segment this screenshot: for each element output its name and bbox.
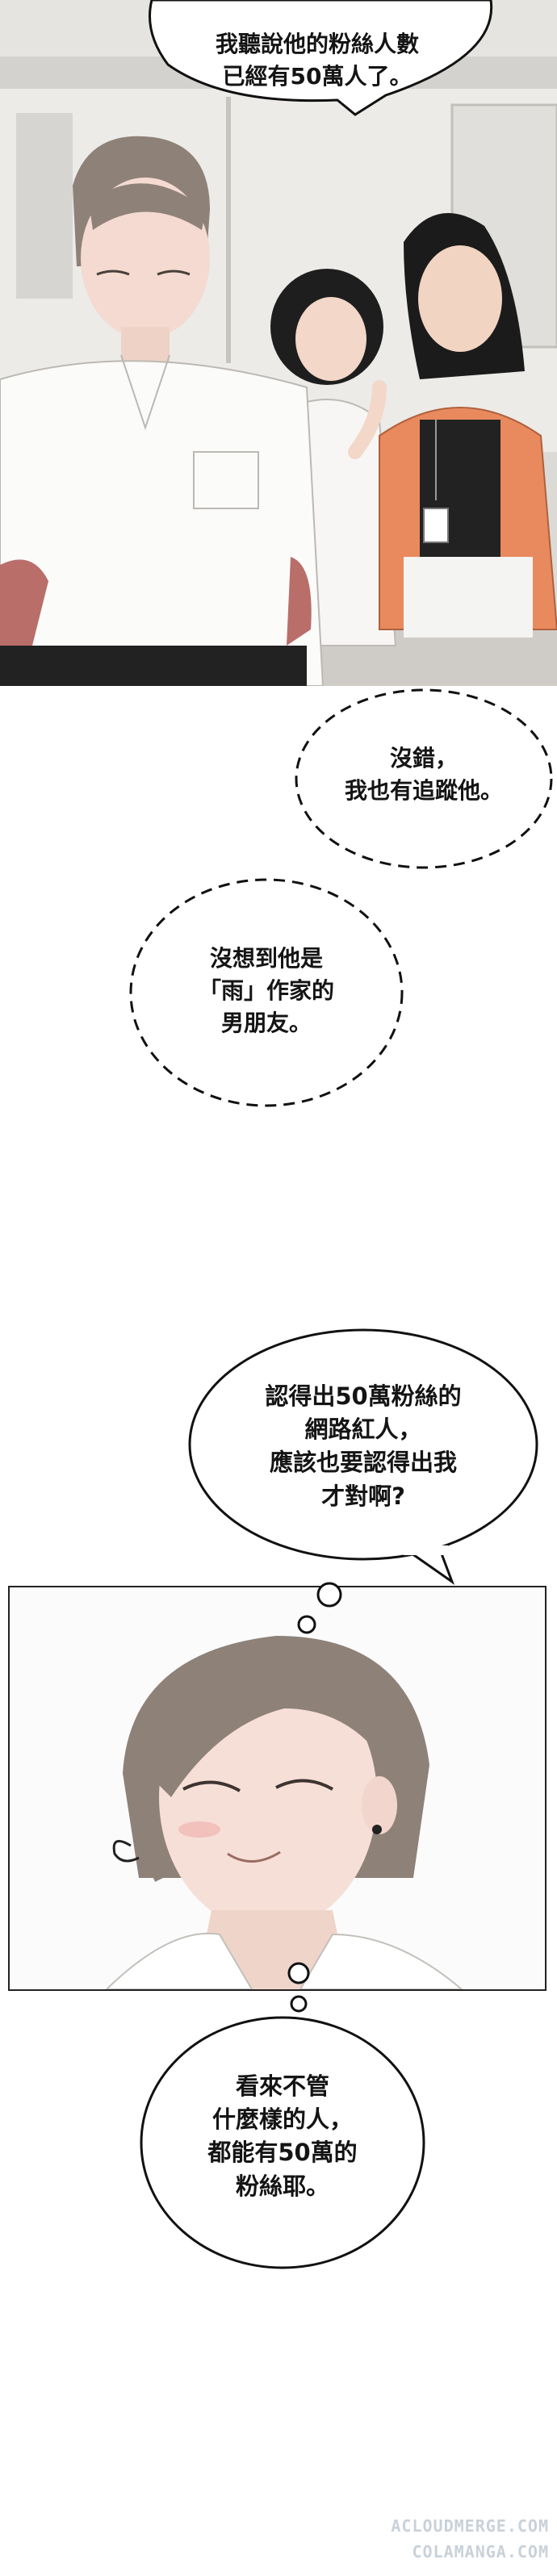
watermark-line-2: COLAMANGA.COM bbox=[412, 2542, 549, 2561]
speech-bubble-5-text: 看來不管 什麼樣的人， 都能有50萬的 粉絲耶。 bbox=[207, 2072, 358, 2200]
thought-trail-top bbox=[297, 1582, 342, 1634]
panel-office-scene: 我聽說他的粉絲人數 已經有50萬人了。 bbox=[0, 0, 557, 686]
speech-bubble-5 bbox=[140, 2016, 425, 2269]
dashed-bubble-3-text: 沒想到他是 「雨」作家的 男朋友。 bbox=[198, 945, 334, 1036]
office-scene-illustration bbox=[0, 0, 557, 686]
speech-bubble-4 bbox=[188, 1328, 538, 1586]
watermark-line-1: ACLOUDMERGE.COM bbox=[391, 2516, 549, 2536]
smiling-man-illustration bbox=[10, 1587, 545, 1989]
speech-bubble-4-text: 認得出50萬粉絲的 網路紅人， 應該也要認得出我 才對啊? bbox=[265, 1382, 462, 1510]
dashed-bubble-3 bbox=[129, 878, 404, 1107]
speech-bubble-1 bbox=[149, 0, 493, 116]
speech-bubble-1-text: 我聽說他的粉絲人數 已經有50萬人了。 bbox=[215, 31, 419, 90]
panel-smiling-man bbox=[8, 1586, 547, 1991]
dashed-bubble-2-text: 沒錯， 我也有追蹤他。 bbox=[344, 745, 503, 804]
dashed-bubble-2 bbox=[295, 688, 553, 869]
thought-trail-bottom bbox=[287, 1962, 310, 2013]
